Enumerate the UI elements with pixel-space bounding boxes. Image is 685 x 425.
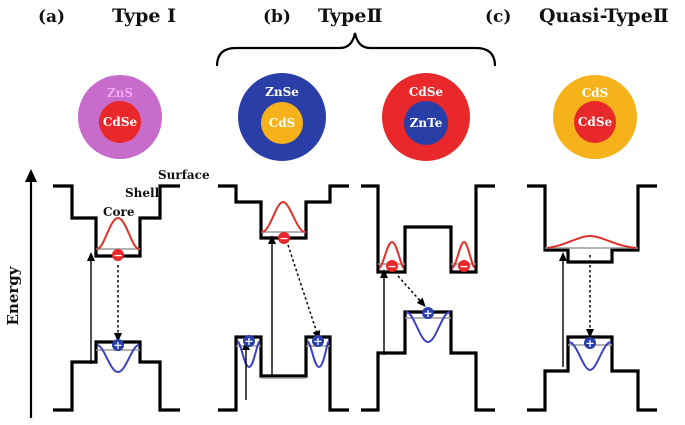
hole-sign: +	[244, 335, 253, 348]
electron-symbol: −	[278, 232, 290, 245]
panel-c-letter: (c)	[485, 7, 511, 27]
electron-circle	[112, 249, 124, 261]
hole-circle	[243, 335, 255, 347]
qd-shell-label: CdS	[582, 86, 609, 100]
label-surface: Surface	[158, 168, 210, 182]
qd-type-ii-b: CdSe ZnTe	[382, 73, 470, 161]
qd-core-label: ZnTe	[410, 116, 443, 130]
electron-sign: −	[279, 232, 288, 245]
qd-core-circle	[261, 102, 303, 144]
conduction-band	[218, 184, 349, 240]
conduction-band	[527, 184, 657, 264]
qd-shell-label: ZnSe	[265, 85, 299, 99]
electron-wavefunction	[96, 216, 140, 250]
qd-type-ii-a: ZnSe CdS	[238, 73, 326, 161]
label-core: Core	[103, 205, 135, 219]
electron-circle	[278, 232, 290, 244]
valence-band	[53, 340, 180, 412]
hole-sign: +	[313, 335, 322, 348]
qd-core-label: CdS	[269, 116, 296, 130]
panel-b-title: TypeⅡ	[318, 5, 382, 27]
band-panel-type-ii-b: − − +	[361, 184, 495, 412]
hole-sign: +	[423, 307, 432, 320]
conduction-band	[53, 184, 180, 258]
hole-symbol: +	[422, 307, 434, 320]
panel-b-letter: (b)	[263, 7, 291, 27]
hole-sign: +	[585, 337, 594, 350]
band-panel-type-ii-a: − + +	[218, 184, 349, 412]
electron-wavefunction	[261, 200, 306, 233]
electron-symbol: −	[112, 249, 124, 262]
electron-wavefunction-left	[378, 240, 405, 269]
hole-circle	[584, 337, 596, 349]
qd-core-label: CdSe	[578, 115, 613, 129]
panel-a-title: Type Ⅰ	[112, 5, 176, 27]
band-panel-quasi-type-ii: +	[527, 184, 657, 412]
panel-a-letter: (a)	[38, 7, 65, 27]
hole-circle	[312, 335, 324, 347]
electron-circle	[386, 260, 398, 272]
electron-wavefunction	[546, 234, 637, 249]
hole-symbol-right: +	[312, 335, 324, 348]
hole-wavefunction	[405, 311, 451, 344]
band-panel-type-i: − +	[53, 184, 180, 412]
qd-quasi-type-ii: CdS CdSe	[553, 75, 637, 159]
qd-shell-label: ZnS	[107, 86, 133, 100]
hole-wavefunction-right	[306, 340, 330, 369]
conduction-band	[361, 184, 495, 274]
hole-circle	[422, 307, 434, 319]
qd-core-circle	[574, 101, 616, 143]
qd-type-i: ZnS CdSe	[78, 75, 162, 159]
electron-sign: −	[459, 260, 468, 273]
type-ii-brace	[215, 32, 497, 67]
hole-symbol: +	[584, 337, 596, 350]
electron-sign: −	[113, 249, 122, 262]
hole-sign: +	[113, 339, 122, 352]
hole-wavefunction	[96, 344, 140, 374]
electron-circle	[458, 260, 470, 272]
electron-symbol-right: −	[458, 260, 470, 273]
hole-symbol-left: +	[243, 335, 255, 348]
valence-band	[218, 335, 349, 412]
relaxation-arrow	[397, 275, 426, 307]
qd-core-circle	[99, 101, 141, 143]
electron-wavefunction-right	[451, 240, 476, 269]
hole-symbol: +	[112, 339, 124, 352]
electron-sign: −	[387, 260, 396, 273]
relaxation-arrow	[287, 244, 321, 340]
valence-band	[361, 310, 495, 412]
qd-shell-label: CdSe	[409, 85, 444, 99]
panel-c-title: Quasi-TypeⅡ	[539, 5, 669, 27]
hole-wavefunction	[568, 341, 612, 372]
energy-axis-label: Energy	[4, 265, 22, 325]
label-shell: Shell	[125, 186, 160, 200]
hole-wavefunction-left	[236, 340, 261, 369]
electron-symbol-left: −	[386, 260, 398, 273]
qd-core-circle	[404, 101, 448, 145]
qd-core-label: CdSe	[103, 115, 138, 129]
hole-circle	[112, 339, 124, 351]
